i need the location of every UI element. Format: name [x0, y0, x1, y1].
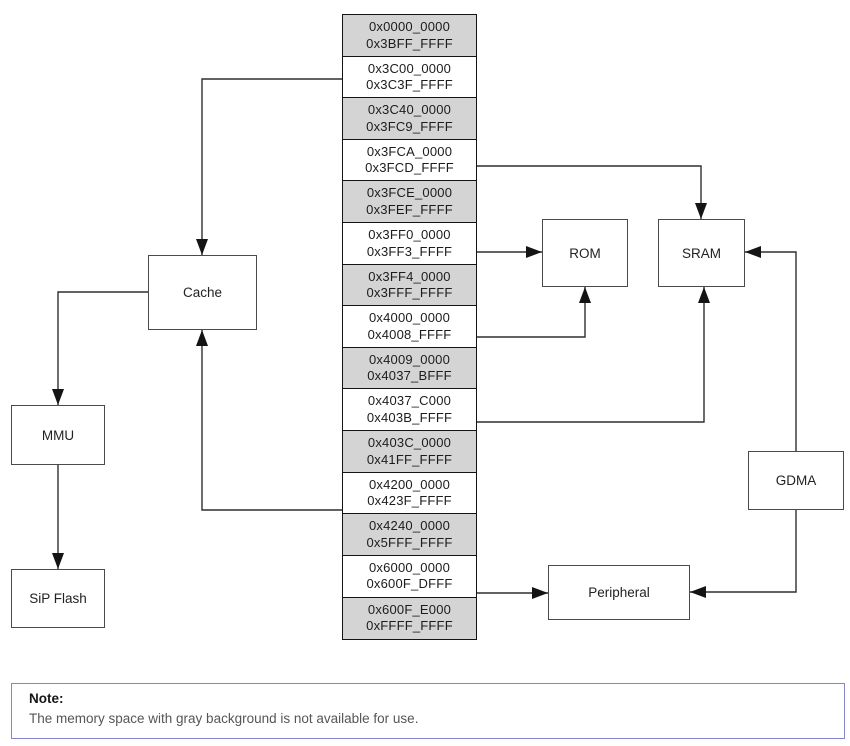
range-end: 0x403B_FFFF	[366, 409, 453, 425]
memory-range-cell: 0x4240_0000 0x5FFF_FFFF	[342, 513, 477, 557]
wire-row12-to-cache-bottom	[196, 330, 342, 511]
range-end: 0x41FF_FFFF	[366, 451, 453, 467]
sram-block: SRAM	[658, 219, 745, 287]
peripheral-block: Peripheral	[548, 565, 690, 620]
range-start: 0x4000_0000	[369, 310, 450, 326]
range-start: 0x4200_0000	[369, 476, 450, 492]
range-start: 0x4037_C000	[367, 393, 452, 409]
sram-label: SRAM	[681, 245, 721, 261]
memory-map-column: 0x0000_0000 0x3BFF_FFFF 0x3C00_0000 0x3C…	[342, 14, 477, 640]
range-end: 0xFFFF_FFFF	[366, 618, 453, 634]
rom-block: ROM	[542, 219, 628, 287]
memory-range-cell: 0x4200_0000 0x423F_FFFF	[342, 471, 477, 515]
memory-range-cell: 0x600F_E000 0xFFFF_FFFF	[342, 596, 477, 640]
mmu-label: MMU	[41, 427, 75, 443]
range-start: 0x3FF4_0000	[368, 268, 451, 284]
range-start: 0x3C40_0000	[367, 102, 452, 118]
range-start: 0x3FCA_0000	[366, 143, 453, 159]
memory-range-cell: 0x4037_C000 0x403B_FFFF	[342, 388, 477, 432]
range-end: 0x4008_FFFF	[367, 326, 452, 342]
range-start: 0x3FF0_0000	[368, 227, 451, 243]
wire-gdma-to-peripheral-right	[690, 510, 797, 598]
peripheral-label: Peripheral	[588, 585, 650, 600]
gdma-block: GDMA	[748, 451, 844, 510]
wire-cache-to-mmu	[52, 291, 148, 405]
memory-range-cell: 0x3FCA_0000 0x3FCD_FFFF	[342, 138, 477, 182]
mmu-block: MMU	[11, 405, 105, 465]
memory-range-cell: 0x6000_0000 0x600F_DFFF	[342, 554, 477, 598]
memory-range-cell: 0x3FF4_0000 0x3FFF_FFFF	[342, 263, 477, 307]
cache-label: Cache	[182, 285, 223, 300]
range-start: 0x3C00_0000	[367, 60, 452, 76]
memory-range-cell: 0x3C00_0000 0x3C3F_FFFF	[342, 55, 477, 99]
cache-block: Cache	[148, 255, 257, 330]
wire-row4-to-sram-top	[477, 165, 707, 219]
range-start: 0x600F_E000	[367, 601, 452, 617]
range-end: 0x3BFF_FFFF	[366, 35, 453, 51]
memory-range-cell: 0x3C40_0000 0x3FC9_FFFF	[342, 97, 477, 141]
rom-label: ROM	[569, 245, 601, 261]
range-end: 0x3FC9_FFFF	[366, 118, 453, 134]
range-end: 0x4037_BFFF	[367, 368, 452, 384]
range-end: 0x423F_FFFF	[367, 493, 452, 509]
memory-range-cell: 0x3FF0_0000 0x3FF3_FFFF	[342, 222, 477, 266]
memory-range-cell: 0x403C_0000 0x41FF_FFFF	[342, 430, 477, 474]
memory-range-cell: 0x4009_0000 0x4037_BFFF	[342, 346, 477, 390]
memory-range-cell: 0x3FCE_0000 0x3FEF_FFFF	[342, 180, 477, 224]
range-start: 0x0000_0000	[369, 19, 450, 34]
range-end: 0x3FF3_FFFF	[366, 243, 453, 259]
wire-row10-to-sram-bottom	[477, 287, 710, 423]
wire-row2-to-cache-top	[196, 78, 342, 255]
range-start: 0x6000_0000	[369, 559, 450, 575]
note-box: Note: The memory space with gray backgro…	[11, 683, 845, 739]
range-end: 0x3FCD_FFFF	[365, 160, 454, 176]
range-start: 0x4240_0000	[369, 518, 450, 534]
sip-flash-block: SiP Flash	[11, 569, 105, 628]
gdma-label: GDMA	[775, 473, 817, 488]
range-start: 0x403C_0000	[367, 435, 452, 451]
sip-flash-label: SiP Flash	[29, 591, 87, 606]
note-title: Note:	[29, 691, 64, 706]
memory-range-cell: 0x4000_0000 0x4008_FFFF	[342, 305, 477, 349]
range-end: 0x5FFF_FFFF	[366, 534, 453, 550]
range-start: 0x4009_0000	[369, 351, 450, 367]
wire-gdma-to-sram-right	[745, 246, 797, 451]
range-end: 0x3FFF_FFFF	[366, 285, 453, 301]
memory-range-cell: 0x0000_0000 0x3BFF_FFFF	[342, 14, 477, 57]
range-end: 0x3FEF_FFFF	[366, 201, 453, 217]
range-start: 0x3FCE_0000	[366, 185, 453, 201]
range-end: 0x3C3F_FFFF	[366, 77, 453, 93]
wire-row8-to-rom-bottom	[477, 287, 591, 338]
range-end: 0x600F_DFFF	[366, 576, 453, 592]
note-text: The memory space with gray background is…	[29, 711, 419, 726]
